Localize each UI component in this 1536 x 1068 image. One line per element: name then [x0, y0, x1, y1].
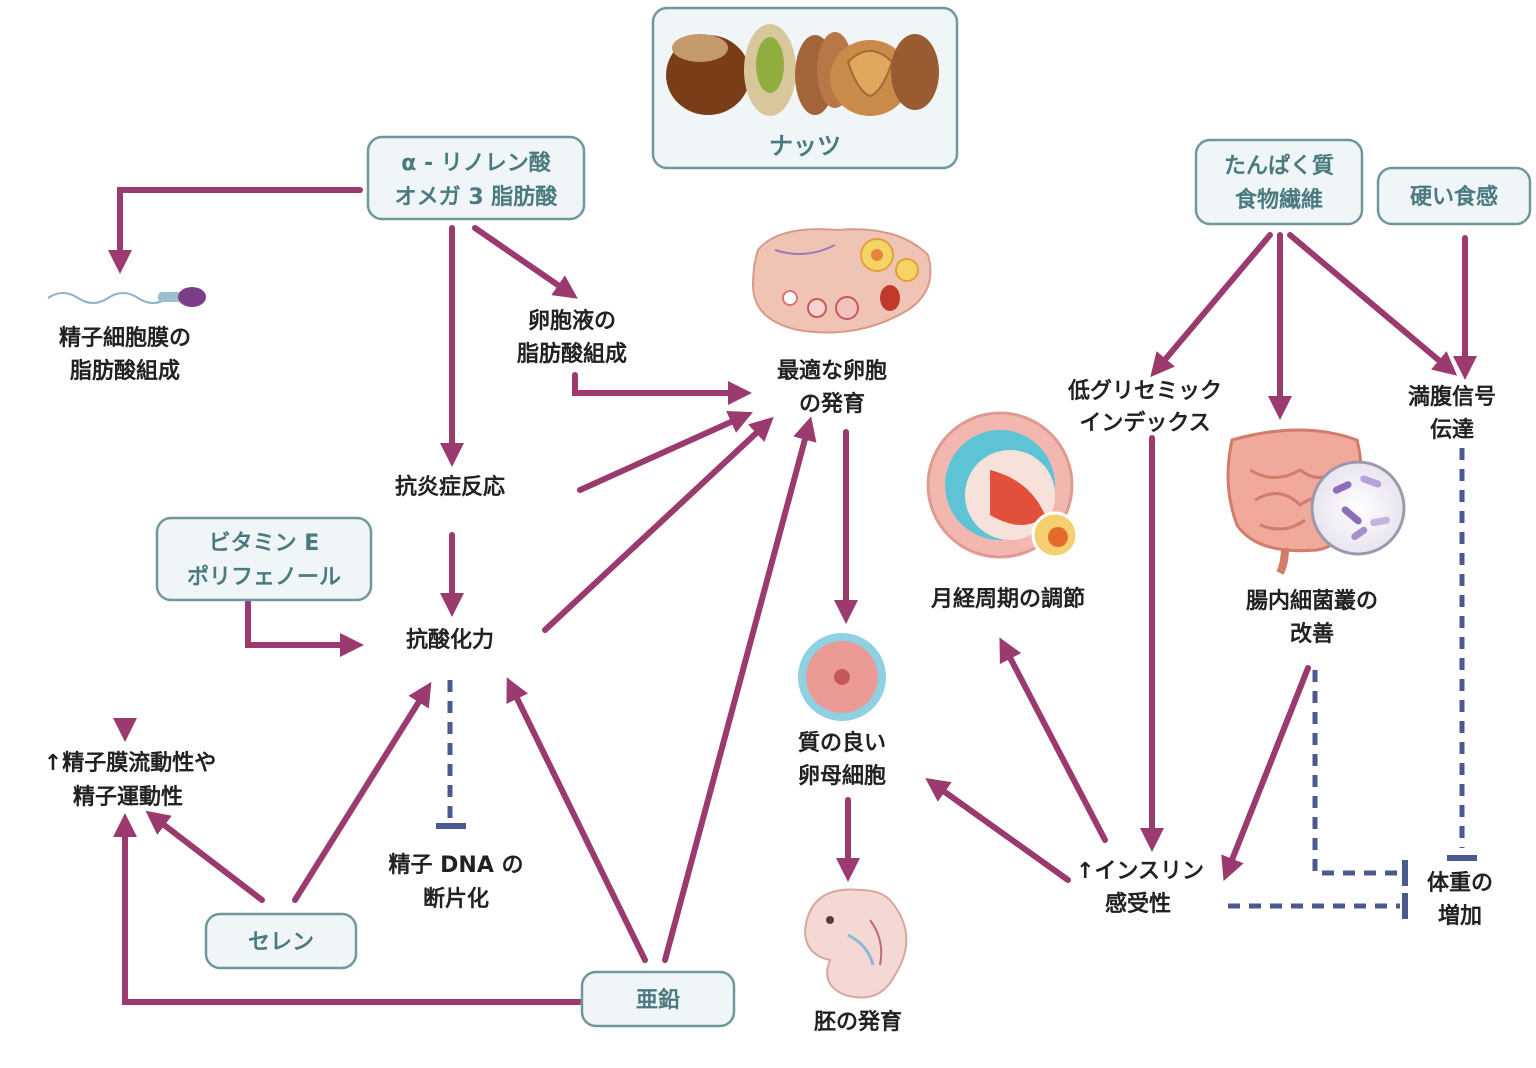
oocyte-icon	[798, 633, 886, 721]
protein-label-line2: 食物繊維	[1235, 187, 1323, 213]
hard-texture-box: 硬い食感	[1376, 166, 1532, 226]
vitE-label-line1: ビタミン E	[209, 531, 320, 556]
nuts-box: ナッツ	[651, 6, 959, 170]
nuts-label: ナッツ	[769, 132, 841, 160]
oocyte-label-line2: 卵母細胞	[798, 763, 886, 789]
selenium-label: セレン	[248, 930, 314, 955]
optimal-follicle-label-line1: 最適な卵胞	[777, 358, 887, 384]
hard-texture-label: 硬い食感	[1410, 184, 1498, 210]
sperm-icon	[47, 287, 206, 307]
embryo-label: 胚の発育	[814, 1009, 902, 1035]
selenium-box: セレン	[204, 912, 358, 970]
arrow-antioxidant-to-follicle	[542, 416, 774, 633]
satiety-label-line1: 満腹信号	[1408, 384, 1496, 410]
arrow-vitE-to-antioxidant	[245, 597, 364, 657]
arrow-zinc-to-follicle	[662, 416, 817, 963]
sperm-membrane-label-line2: 脂肪酸組成	[70, 358, 180, 384]
zinc-label: 亜鉛	[636, 987, 680, 1013]
insulin-label-line2: 感受性	[1105, 891, 1171, 917]
sperm-motility-label-line1: ↑精子膜流動性や	[44, 750, 216, 776]
arrow-zinc-to-antioxidant	[506, 677, 648, 963]
arrow-selenium-to-motility	[145, 810, 265, 903]
weight-label-line2: 増加	[1438, 903, 1482, 929]
zinc-box: 亜鉛	[580, 970, 736, 1028]
insulin-label-line1: ↑インスリン	[1076, 859, 1204, 884]
sperm-membrane-label-line1: 精子細胞膜の	[59, 325, 191, 351]
anti-inflammatory-label: 抗炎症反応	[395, 474, 505, 500]
oocyte-label-line1: 質の良い	[798, 730, 886, 756]
weight-label-line1: 体重の	[1427, 871, 1493, 896]
ala-label-line1: α - リノレン酸	[401, 151, 552, 176]
ala-label-line2: オメガ 3 脂肪酸	[395, 184, 559, 210]
low-gi-label-line1: 低グリセミック	[1067, 378, 1222, 404]
inhibitions	[436, 448, 1477, 919]
gut-label-line1: 腸内細菌叢の	[1246, 588, 1378, 614]
arrow-protein-to-lowgi	[1150, 232, 1273, 378]
arrow-protein-to-satiety	[1287, 232, 1458, 376]
vitE-label-line2: ポリフェノール	[187, 564, 341, 590]
arrow-anti-inflammatory-to-follicle	[577, 410, 753, 493]
dna-fragmentation-label-line2: 断片化	[423, 886, 489, 912]
arrow-ala-to-sperm-membrane	[108, 187, 363, 274]
vitE-box: ビタミン E ポリフェノール	[155, 516, 373, 602]
protein-box: たんぱく質 食物繊維	[1194, 138, 1364, 226]
protein-label-line1: たんぱく質	[1224, 153, 1334, 179]
follicle-icon	[926, 411, 1079, 559]
arrows	[108, 187, 1477, 1005]
arrow-insulin-to-oocyte	[925, 778, 1071, 883]
dna-fragmentation-label-line1: 精子 DNA の	[388, 852, 523, 878]
arrow-follicular-to-follicle	[572, 372, 752, 405]
inhibit-gut-weight	[1312, 670, 1400, 876]
low-gi-label-line2: インデックス	[1079, 410, 1210, 436]
embryo-icon	[803, 888, 908, 999]
arrow-zinc-to-motility	[113, 813, 583, 1005]
follicular-fluid-label-line1: 卵胞液の	[528, 308, 616, 334]
gut-label-line2: 改善	[1290, 621, 1334, 647]
arrow-selenium-to-antioxidant	[292, 681, 432, 903]
antioxidant-label: 抗酸化力	[406, 627, 494, 653]
nuts-icon	[666, 24, 939, 116]
menstrual-label: 月経周期の調節	[930, 586, 1085, 612]
satiety-label-line2: 伝達	[1430, 417, 1474, 443]
follicular-fluid-label-line2: 脂肪酸組成	[517, 341, 627, 367]
arrow-insulin-to-menstrual	[999, 637, 1108, 843]
arrow-gut-to-insulin	[1221, 665, 1311, 882]
sperm-motility-label-line2: 精子運動性	[73, 784, 183, 810]
optimal-follicle-label-line2: の発育	[799, 391, 865, 417]
arrow-ala-to-follicular-fluid	[472, 225, 578, 299]
ala-box: α - リノレン酸 オメガ 3 脂肪酸	[366, 135, 586, 221]
bacteria-icon	[1310, 460, 1406, 556]
ovary-icon	[751, 228, 932, 334]
